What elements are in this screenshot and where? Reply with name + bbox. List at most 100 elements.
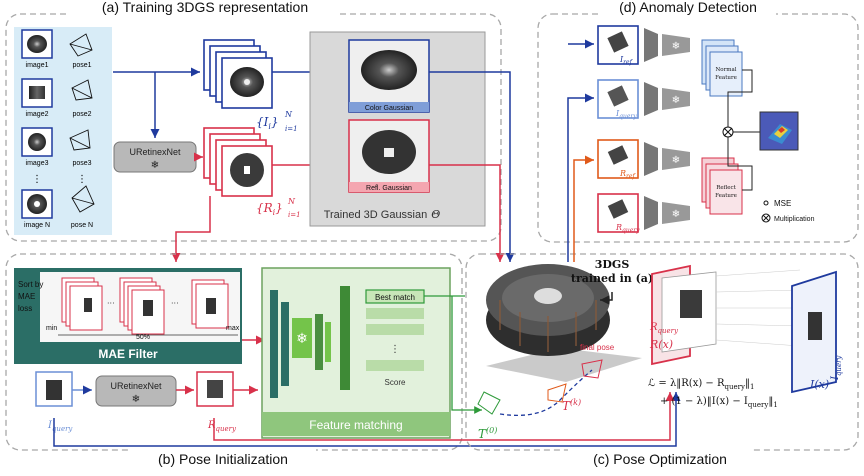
rendered-i-plane	[791, 270, 837, 394]
color-set-label: {Ii}	[256, 115, 279, 131]
svg-text:Feature: Feature	[715, 75, 737, 81]
camera-final-icon	[581, 359, 603, 379]
normal-feature-stack: Normal Feature	[701, 39, 743, 97]
r-query-image	[196, 371, 234, 407]
refl-set-n: N	[287, 197, 296, 206]
trained-in-label-2: trained in (a)	[571, 272, 653, 285]
arrow-c-to-d-orange	[573, 155, 594, 262]
mae-filter-label: MAE Filter	[98, 347, 158, 361]
reflect-feature-stack: Reflect Feature	[701, 157, 743, 215]
tk-label: T(k)	[562, 398, 581, 413]
camera-frustum-icon	[71, 185, 95, 213]
section-a-title: (a) Training 3DGS representation	[102, 0, 308, 15]
mse-label: MSE	[774, 199, 791, 208]
encoder-blocks	[644, 28, 690, 230]
pose-label-3: pose3	[72, 160, 91, 167]
svg-text:Iquery: Iquery	[615, 109, 637, 120]
sort-label-3: loss	[18, 304, 32, 313]
snowflake-icon: ❄	[151, 160, 159, 171]
camera-frustum-icon	[69, 33, 93, 57]
arrow-iquery-to-loss	[53, 392, 681, 447]
gear-3dgs-render	[486, 264, 610, 356]
r-query-plane-label: Rquery	[649, 322, 679, 335]
loss-line-1: ℒ = λ‖R(x) − Rquery‖1	[648, 378, 754, 391]
svg-text:⋮: ⋮	[390, 344, 400, 355]
section-d-title: (d) Anomaly Detection	[619, 0, 757, 15]
multiplication-label: Multiplication	[774, 216, 815, 223]
query-image	[35, 371, 73, 407]
best-match-label: Best match	[375, 293, 415, 302]
image-label-n: image N	[24, 222, 50, 229]
input-image-2: image2	[21, 78, 53, 118]
mse-icon	[763, 200, 769, 206]
section-a: (a) Training 3DGS representation image1 …	[5, 0, 515, 262]
arrow-c-to-d-blue	[567, 93, 594, 262]
i-query-plane-label: Iquery	[830, 355, 843, 381]
final-pose-label: final pose	[580, 343, 615, 352]
snowflake-icon: ❄	[672, 155, 680, 166]
arrow-refl-to-mae	[171, 196, 211, 262]
t0-label: T(0)	[478, 426, 497, 441]
svg-text:···: ···	[107, 299, 115, 308]
image-ellipsis: ⋮	[32, 174, 42, 185]
trained-in-label-1: 3DGS	[595, 258, 630, 271]
sort-label-2: MAE	[18, 292, 35, 301]
camera-t0-icon	[477, 391, 501, 415]
input-image-n: image N	[21, 189, 53, 229]
arrow-color-to-c	[429, 71, 515, 262]
svg-text:Normal: Normal	[715, 67, 736, 73]
section-c: (c) Pose Optimization 3DGS trained in (a…	[465, 253, 859, 467]
color-set-i: i=1	[285, 125, 298, 133]
i-x-label: I(x)	[809, 378, 829, 391]
pose-ellipsis: ⋮	[77, 174, 87, 185]
rendered-r-plane	[651, 264, 717, 366]
render-grid	[715, 269, 801, 347]
mae-max: max	[226, 325, 240, 332]
i-query-image-d: Iquery	[597, 79, 639, 120]
uretinexnet-label: URetinexNet	[129, 147, 181, 157]
feature-matching-label: Feature matching	[309, 418, 402, 432]
anomaly-map	[759, 111, 799, 151]
snowflake-icon: ❄	[672, 95, 680, 106]
image-label-3: image3	[26, 160, 49, 167]
snowflake-icon: ❄	[132, 394, 140, 405]
refl-set-label: {Ri}	[256, 201, 283, 217]
snowflake-icon: ❄	[672, 41, 680, 52]
image-label-1: image1	[26, 62, 49, 69]
pose-label-2: pose2	[72, 111, 91, 118]
svg-text:Reflect: Reflect	[716, 185, 736, 191]
camera-frustum-icon	[71, 79, 93, 101]
uretinexnet-block-b: URetinexNet ❄	[95, 375, 177, 407]
section-b: (b) Pose Initialization Sort by MAE loss…	[5, 253, 681, 467]
uretinexnet-label-b: URetinexNet	[110, 381, 162, 391]
section-b-title: (b) Pose Initialization	[158, 451, 288, 467]
svg-text:Rref: Rref	[619, 169, 636, 180]
section-c-title: (c) Pose Optimization	[593, 451, 727, 467]
input-image-3: image3	[21, 127, 53, 167]
uretinexnet-block-a: URetinexNet ❄	[113, 141, 197, 173]
arrow-rquery-to-loss	[213, 392, 675, 441]
pose-label-1: pose1	[72, 62, 91, 69]
color-gaussian-label: Color Gaussian	[365, 105, 413, 112]
color-set-n: N	[284, 110, 293, 119]
r-query-image-d: Rquery	[597, 193, 640, 234]
color-image-stack	[203, 39, 273, 109]
score-label: Score	[385, 378, 406, 387]
section-d: (d) Anomaly Detection Iref Iquery Rref R…	[537, 0, 859, 262]
mae-min: min	[46, 325, 57, 332]
svg-text:Rquery: Rquery	[615, 223, 640, 234]
pose-label-n: pose N	[71, 222, 93, 229]
input-image-1: image1	[21, 29, 53, 69]
arrow-refl-to-c	[429, 164, 505, 262]
loss-line-2: + (1 − λ)‖I(x) − Iquery‖1	[660, 396, 778, 409]
section-d-border	[537, 13, 859, 243]
r-ref-image: Rref	[597, 139, 639, 180]
svg-text:Feature: Feature	[715, 193, 737, 199]
reflectance-image-stack	[203, 127, 273, 197]
snowflake-icon: ❄	[672, 209, 680, 220]
image-label-2: image2	[26, 111, 49, 118]
i-query-label: Iquery	[47, 420, 73, 433]
snowflake-icon: ❄	[296, 331, 308, 347]
